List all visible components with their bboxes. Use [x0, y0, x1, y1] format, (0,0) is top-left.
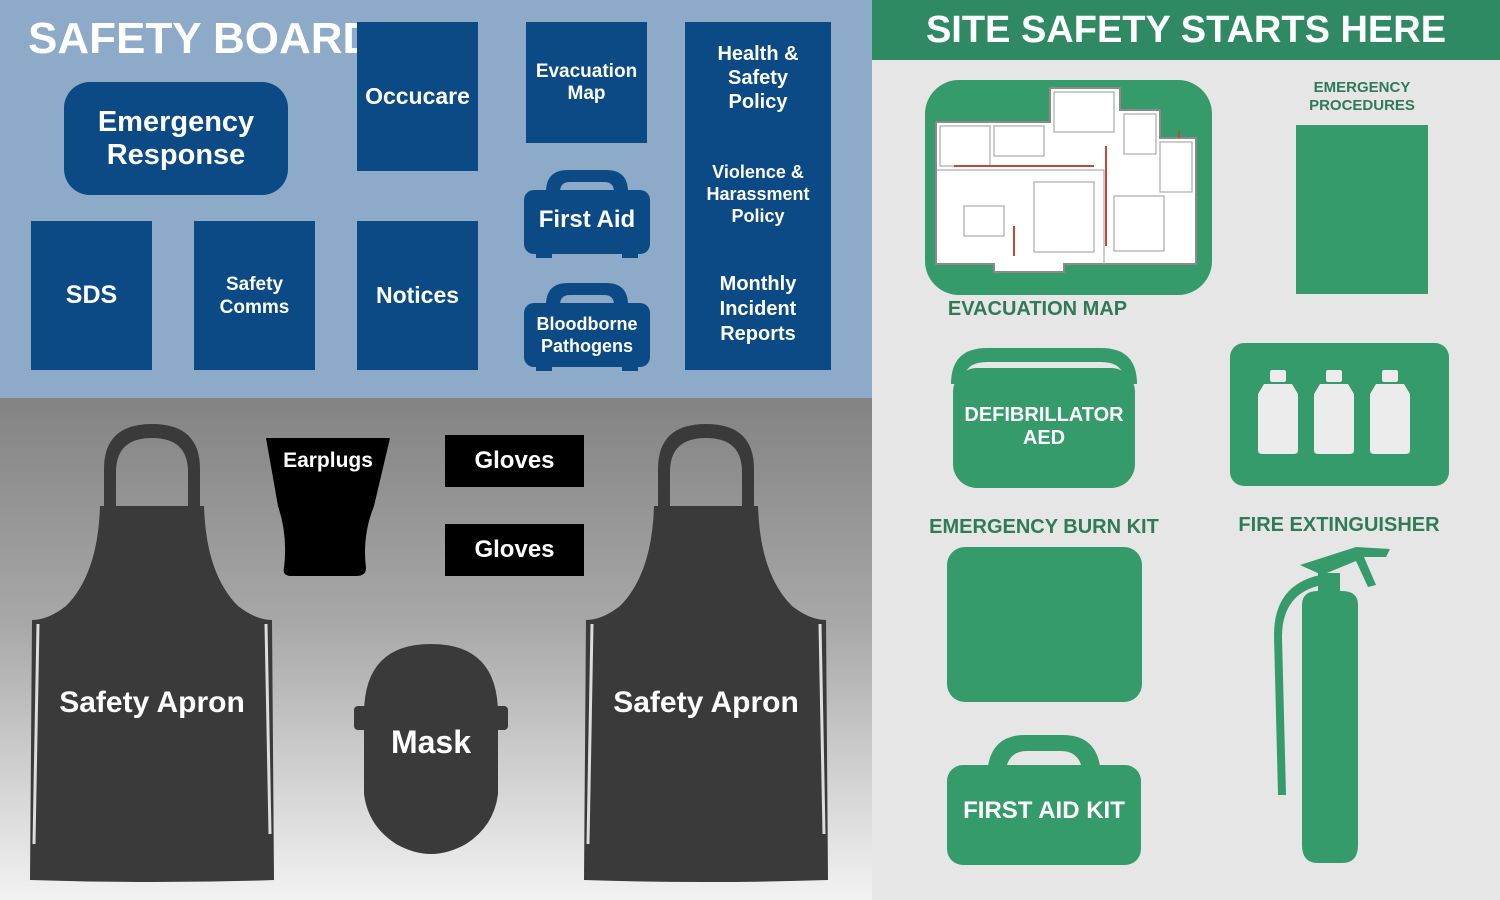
- notices-label: Notices: [375, 282, 460, 308]
- bloodborne-line2: Pathogens: [540, 336, 633, 356]
- defibrillator-line2: AED: [1022, 427, 1066, 449]
- safety-apron-left-label: Safety Apron: [59, 686, 245, 719]
- first-aid-kit-icon[interactable]: [522, 168, 652, 260]
- mask-label: Mask: [390, 724, 472, 760]
- burn-kit-label: EMERGENCY BURN KIT: [929, 516, 1159, 538]
- policy-column-panel: [685, 22, 831, 370]
- gloves-box-1[interactable]: Gloves: [445, 435, 584, 487]
- sds-label: SDS: [65, 281, 118, 309]
- first-aid-kit-green-icon[interactable]: [945, 731, 1143, 869]
- first-aid-label: First Aid: [538, 206, 636, 233]
- burn-kit-box[interactable]: [947, 547, 1142, 702]
- evacuation-map-panel[interactable]: Evacuation Map: [526, 22, 647, 143]
- bloodborne-label: Bloodborne Pathogens: [522, 313, 652, 357]
- safety-apron-right-label: Safety Apron: [613, 686, 799, 719]
- site-safety-header: SITE SAFETY STARTS HERE: [872, 0, 1500, 60]
- sds-panel[interactable]: SDS: [31, 221, 152, 370]
- safety-comms-panel[interactable]: Safety Comms: [194, 221, 315, 370]
- board-title: SAFETY BOARD: [28, 14, 375, 63]
- occucare-label: Occucare: [365, 83, 470, 109]
- monthly-line2: Incident: [719, 298, 797, 320]
- safety-apron-left-icon[interactable]: [26, 424, 278, 882]
- bloodborne-line1: Bloodborne: [536, 314, 638, 334]
- health-safety-line2: Safety: [727, 67, 789, 89]
- bottle-icons: [1258, 370, 1410, 454]
- violence-line2: Harassment: [706, 184, 810, 204]
- emergency-procedures-line1: EMERGENCY: [1313, 79, 1411, 96]
- defibrillator-icon[interactable]: [947, 344, 1141, 490]
- emergency-response-panel[interactable]: Emergency Response: [64, 82, 288, 195]
- health-safety-policy-doc[interactable]: Health & Safety Policy: [685, 42, 831, 114]
- violence-line1: Violence &: [712, 162, 804, 182]
- emergency-response-line1: Emergency: [97, 105, 255, 138]
- monthly-line1: Monthly: [719, 273, 797, 295]
- earplugs-container-icon[interactable]: [266, 436, 390, 578]
- floor-plan-map: [935, 87, 1197, 273]
- occucare-panel[interactable]: Occucare: [357, 22, 478, 171]
- evacuation-map-line2: Map: [567, 82, 606, 104]
- earplugs-label: Earplugs: [283, 449, 373, 472]
- gloves-1-label: Gloves: [474, 447, 555, 474]
- emergency-procedures-line2: PROCEDURES: [1309, 97, 1415, 114]
- emergency-response-line2: Response: [106, 138, 246, 171]
- defibrillator-label: DEFIBRILLATOR AED: [947, 404, 1141, 450]
- health-safety-line1: Health &: [717, 43, 799, 65]
- evacuation-map-label: EVACUATION MAP: [947, 298, 1128, 320]
- monthly-reports-doc[interactable]: Monthly Incident Reports: [685, 272, 831, 347]
- monthly-line3: Reports: [720, 323, 796, 345]
- safety-comms-line1: Safety: [225, 273, 284, 295]
- fire-extinguisher-icon[interactable]: [1266, 545, 1398, 867]
- notices-panel[interactable]: Notices: [357, 221, 478, 370]
- bloodborne-kit-icon[interactable]: [522, 281, 652, 373]
- welding-mask-icon[interactable]: [354, 644, 508, 856]
- safety-apron-right-icon[interactable]: [580, 424, 832, 882]
- health-safety-line3: Policy: [728, 91, 788, 113]
- safety-comms-line2: Comms: [219, 296, 290, 318]
- gloves-2-label: Gloves: [474, 536, 555, 563]
- first-aid-kit-label: FIRST AID KIT: [963, 797, 1125, 824]
- emergency-procedures-heading: EMERGENCY PROCEDURES: [1280, 79, 1444, 115]
- emergency-procedures-box[interactable]: [1296, 125, 1428, 294]
- fire-extinguisher-label: FIRE EXTINGUISHER: [1238, 514, 1440, 536]
- gloves-box-2[interactable]: Gloves: [445, 524, 584, 576]
- defibrillator-line1: DEFIBRILLATOR: [964, 404, 1124, 426]
- violence-line3: Policy: [731, 206, 785, 226]
- evacuation-map-line1: Evacuation: [535, 60, 638, 82]
- violence-policy-doc[interactable]: Violence & Harassment Policy: [685, 161, 831, 227]
